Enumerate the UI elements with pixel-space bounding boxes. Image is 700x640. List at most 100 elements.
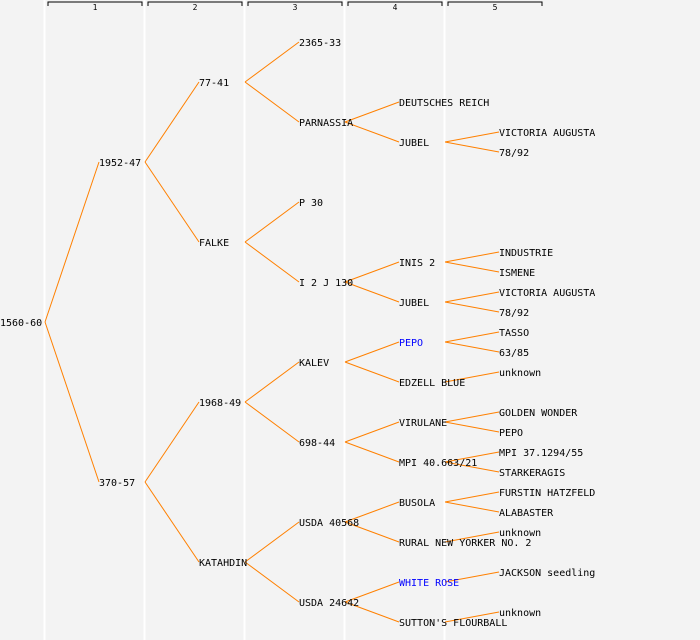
pedigree-node[interactable]: TASSO (499, 328, 529, 339)
connector-line (444, 331, 500, 343)
pedigree-node[interactable]: 1952-47 (99, 158, 141, 169)
pedigree-node[interactable]: 1560-60 (0, 318, 42, 329)
pedigree-node[interactable]: EDZELL BLUE (399, 378, 465, 389)
pedigree-node[interactable]: INDUSTRIE (499, 248, 553, 259)
pedigree-node[interactable]: P 30 (299, 198, 323, 209)
connector-line (444, 451, 500, 463)
pedigree-node[interactable]: ALABASTER (499, 508, 554, 519)
column-dividers (43, 0, 446, 640)
connector-line (44, 161, 100, 323)
pedigree-node[interactable]: STARKERAGIS (499, 468, 565, 479)
pedigree-node[interactable]: VIRULANE (399, 418, 447, 429)
connector-line (444, 571, 500, 583)
connector-line (444, 131, 500, 143)
pedigree-node[interactable]: unknown (499, 608, 541, 619)
connector-line (344, 601, 400, 623)
connector-line (344, 581, 400, 603)
pedigree-node[interactable]: MPI 37.1294/55 (499, 448, 583, 459)
connector-line (144, 161, 200, 243)
connector-line (344, 101, 400, 123)
generation-number: 1 (93, 3, 98, 12)
connector-lines (44, 41, 500, 623)
connector-line (244, 561, 300, 603)
connector-line (344, 361, 400, 383)
pedigree-node[interactable]: ISMENE (499, 268, 535, 279)
connector-line (244, 361, 300, 403)
connector-line (144, 481, 200, 563)
connector-line (244, 81, 300, 123)
pedigree-node[interactable]: 2365-33 (299, 38, 341, 49)
connector-line (444, 141, 500, 153)
pedigree-node[interactable]: PEPO (499, 428, 523, 439)
connector-line (444, 491, 500, 503)
connector-line (244, 521, 300, 563)
connector-line (444, 261, 500, 273)
generation-number: 3 (293, 3, 298, 12)
connector-line (344, 501, 400, 523)
generation-bracket (147, 1, 243, 6)
connector-line (344, 341, 400, 363)
pedigree-node[interactable]: PEPO (399, 338, 423, 349)
pedigree-node[interactable]: INIS 2 (399, 258, 435, 269)
connector-line (244, 201, 300, 243)
connector-line (444, 411, 500, 423)
pedigree-node[interactable]: GOLDEN WONDER (499, 408, 578, 419)
generation-bracket (447, 1, 543, 6)
pedigree-node[interactable]: JUBEL (399, 138, 429, 149)
pedigree-node[interactable]: MPI 40.663/21 (399, 458, 477, 469)
connector-line (444, 421, 500, 433)
pedigree-node[interactable]: JUBEL (399, 298, 429, 309)
connector-line (344, 121, 400, 143)
connector-line (444, 251, 500, 263)
generation-number: 5 (493, 3, 498, 12)
pedigree-node[interactable]: 63/85 (499, 348, 529, 359)
connector-line (444, 291, 500, 303)
generation-number: 2 (193, 3, 198, 12)
pedigree-node[interactable]: USDA 40568 (299, 518, 359, 529)
pedigree-node[interactable]: 78/92 (499, 308, 529, 319)
generation-bracket (247, 1, 343, 6)
generation-number: 4 (393, 3, 398, 12)
pedigree-node[interactable]: 78/92 (499, 148, 529, 159)
pedigree-node[interactable]: VICTORIA AUGUSTA (499, 128, 595, 139)
pedigree-node[interactable]: SUTTON'S FLOURBALL (399, 618, 507, 629)
pedigree-node[interactable]: VICTORIA AUGUSTA (499, 288, 595, 299)
pedigree-node[interactable]: FALKE (199, 238, 229, 249)
pedigree-node[interactable]: unknown (499, 368, 541, 379)
pedigree-node[interactable]: KATAHDIN (199, 558, 247, 569)
connector-line (444, 301, 500, 313)
pedigree-node[interactable]: BUSOLA (399, 498, 435, 509)
pedigree-node[interactable]: PARNASSIA (299, 118, 353, 129)
pedigree-node[interactable]: RURAL NEW YORKER NO. 2 (399, 538, 531, 549)
pedigree-node[interactable]: I 2 J 130 (299, 278, 353, 289)
connector-line (444, 611, 500, 623)
pedigree-node[interactable]: 77-41 (199, 78, 229, 89)
pedigree-node[interactable]: 370-57 (99, 478, 135, 489)
pedigree-node[interactable]: 1968-49 (199, 398, 241, 409)
connector-line (444, 461, 500, 473)
generation-header: 1 2 3 4 5 (47, 1, 543, 12)
connector-line (244, 241, 300, 283)
generation-bracket (347, 1, 443, 6)
connector-line (344, 441, 400, 463)
connector-line (444, 531, 500, 543)
connector-line (444, 501, 500, 513)
pedigree-node[interactable]: JACKSON seedling (499, 568, 595, 579)
pedigree-node[interactable]: unknown (499, 528, 541, 539)
pedigree-node[interactable]: FURSTIN HATZFELD (499, 488, 595, 499)
connector-line (144, 81, 200, 163)
pedigree-node[interactable]: KALEV (299, 358, 329, 369)
connector-line (344, 521, 400, 543)
connector-line (444, 341, 500, 353)
pedigree-node[interactable]: DEUTSCHES REICH (399, 98, 489, 109)
pedigree-node[interactable]: USDA 24642 (299, 598, 359, 609)
pedigree-node[interactable]: 698-44 (299, 438, 335, 449)
pedigree-node[interactable]: WHITE ROSE (399, 578, 459, 589)
connector-line (244, 41, 300, 83)
connector-line (44, 321, 100, 483)
connector-line (344, 421, 400, 443)
connector-line (444, 371, 500, 383)
